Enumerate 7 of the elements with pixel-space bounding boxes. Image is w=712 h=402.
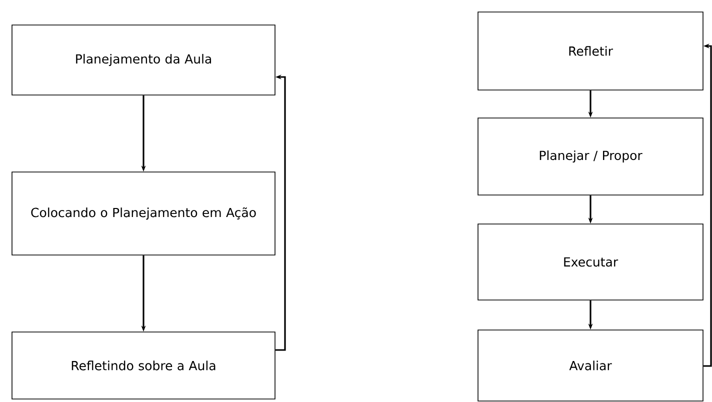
process-box: Planejar / Propor bbox=[478, 118, 704, 196]
process-box: Refletir bbox=[478, 12, 704, 90]
process-box: Colocando o Planejamento em Ação bbox=[12, 172, 276, 256]
process-box: Executar bbox=[478, 224, 704, 300]
process-box: Refletindo sobre a Aula bbox=[12, 332, 276, 400]
process-box: Avaliar bbox=[478, 330, 704, 402]
process-box: Planejamento da Aula bbox=[12, 24, 276, 96]
